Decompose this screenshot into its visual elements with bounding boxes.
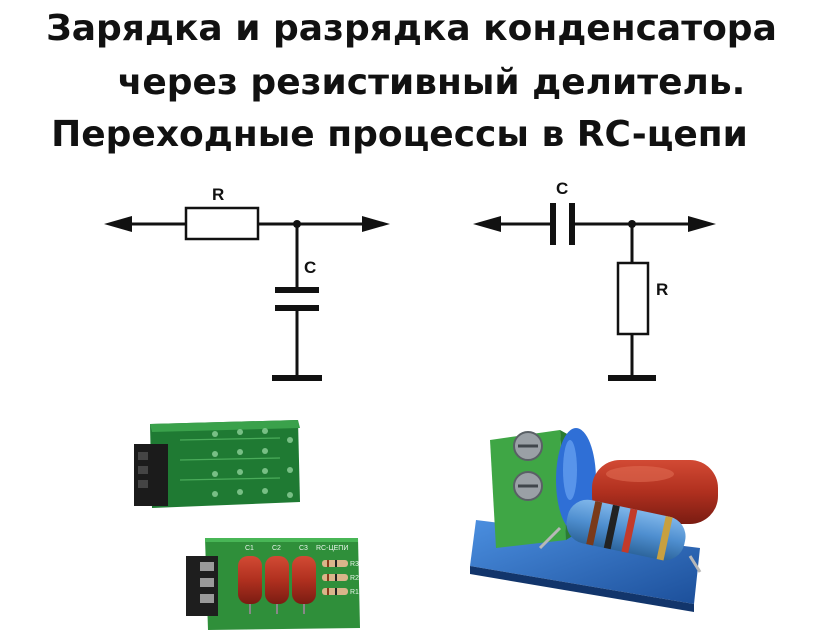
blue-power-resistor — [538, 499, 702, 573]
silk-tag: RC-ЦЕПИ — [316, 545, 348, 552]
schematic-rc-lowpass — [104, 206, 390, 381]
silk-c1: C1 — [245, 545, 254, 552]
right-resistor-label: R — [656, 280, 668, 299]
connector-black-2 — [186, 556, 218, 616]
left-resistor-label: R — [212, 185, 224, 204]
resistor-symbol — [184, 206, 260, 241]
title-line-1: Зарядка и разрядка конденсатора — [46, 8, 777, 49]
capacitor-symbol-2 — [550, 203, 575, 245]
silk-r1: R1 — [350, 589, 359, 596]
silk-r2: R2 — [350, 575, 359, 582]
red-capacitors — [238, 556, 316, 614]
silk-r3: R3 — [350, 561, 359, 568]
resistor-symbol-2 — [616, 261, 650, 336]
right-capacitor-label: C — [556, 179, 568, 198]
silk-c3: C3 — [299, 545, 308, 552]
connector-black — [134, 444, 168, 506]
output-arrow-right — [362, 216, 390, 232]
small-resistors — [322, 560, 348, 595]
input-arrow-left-2 — [473, 216, 551, 232]
input-arrow-left — [104, 216, 186, 232]
schematic-rc-highpass — [473, 203, 716, 381]
silk-c2: C2 — [272, 545, 281, 552]
left-capacitor-label: C — [304, 258, 316, 277]
photo-pcb-with-capacitors: C1 C2 C3 RC-ЦЕПИ R3 R2 R1 — [186, 538, 360, 630]
title-line-3: Переходные процессы в RC-цепи — [51, 114, 748, 155]
capacitor-symbol — [275, 287, 319, 311]
photo-pcb-blue-snubber — [470, 428, 718, 612]
title-line-2: через резистивный делитель. — [117, 62, 746, 103]
output-arrow-right-2 — [688, 216, 716, 232]
photo-pcb-green-small — [134, 420, 300, 508]
